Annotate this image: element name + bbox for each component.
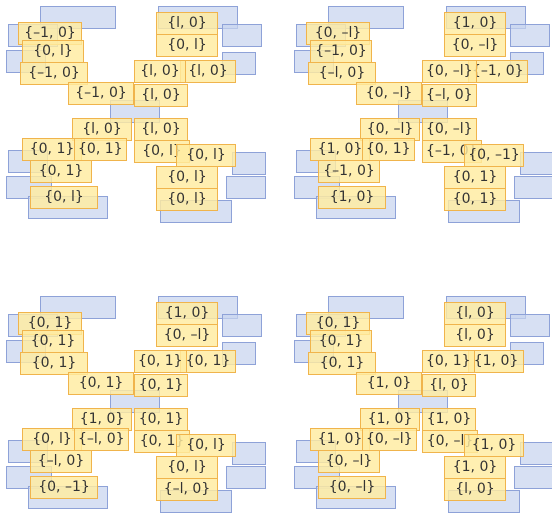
vector-label: {0, –l} bbox=[356, 82, 422, 105]
vector-label: {0, 1} bbox=[308, 352, 376, 375]
vector-label: {l, 0} bbox=[422, 374, 476, 397]
vector-label: {1, 0} bbox=[356, 372, 422, 395]
vector-label: {0, –l} bbox=[318, 476, 386, 499]
vector-label: {1, 0} bbox=[72, 408, 132, 431]
vector-label: {0, –1} bbox=[464, 144, 524, 167]
vector-label: {0, –l} bbox=[318, 450, 380, 473]
background-box bbox=[232, 442, 266, 465]
vector-label: {1, 0} bbox=[310, 428, 370, 451]
background-box bbox=[510, 314, 550, 337]
vector-label: {0, –l} bbox=[362, 428, 417, 451]
background-box bbox=[514, 176, 552, 199]
vector-label: {l, 0} bbox=[134, 60, 186, 83]
vector-label: {0, l} bbox=[22, 40, 84, 63]
vector-label: {1, 0} bbox=[310, 138, 370, 161]
vector-label: {0, 1} bbox=[22, 330, 84, 353]
vector-label: {1, 0} bbox=[318, 186, 386, 209]
vector-label: {0, 1} bbox=[362, 138, 415, 161]
vector-label: {0, 1} bbox=[134, 408, 188, 431]
vector-label: {0, –l} bbox=[422, 60, 477, 83]
vector-label: {–l, 0} bbox=[422, 84, 477, 107]
vector-label: {l, 0} bbox=[156, 12, 218, 35]
background-box bbox=[510, 24, 550, 47]
vector-label: {l, 0} bbox=[134, 84, 188, 107]
vector-label: {1, 0} bbox=[422, 408, 476, 431]
background-box bbox=[232, 152, 266, 175]
vector-label: {0, 1} bbox=[444, 188, 506, 211]
vector-label: {l, 0} bbox=[180, 60, 236, 83]
vector-label: {l, 0} bbox=[444, 324, 506, 347]
vector-label: {1, 0} bbox=[444, 456, 506, 479]
vector-label: {0, –l} bbox=[444, 34, 506, 57]
vector-label: {0, 1} bbox=[310, 330, 372, 353]
vector-label: {1, 0} bbox=[444, 12, 506, 35]
vector-label: {0, 1} bbox=[30, 160, 92, 183]
vector-label: {0, l} bbox=[30, 186, 98, 209]
vector-label: {1, 0} bbox=[156, 302, 218, 325]
vector-label: {0, 1} bbox=[22, 138, 82, 161]
vector-label: {0, 1} bbox=[180, 350, 236, 373]
vector-label: {–1, 0} bbox=[310, 40, 372, 63]
vector-label: {0, 1} bbox=[20, 352, 88, 375]
vector-label: {0, 1} bbox=[134, 374, 188, 397]
vector-label: {–1, 0} bbox=[20, 62, 88, 85]
vector-label: {–1, 0} bbox=[468, 60, 528, 83]
background-box bbox=[520, 442, 552, 465]
vector-label: {0, –l} bbox=[156, 324, 218, 347]
vector-label: {0, 1} bbox=[134, 350, 187, 373]
background-box bbox=[226, 176, 266, 199]
vector-label: {0, 1} bbox=[68, 372, 134, 395]
vector-label: {l, 0} bbox=[444, 478, 506, 501]
vector-label: {0, l} bbox=[156, 188, 218, 211]
vector-label: {–1, 0} bbox=[18, 22, 82, 45]
vector-label: {0, l} bbox=[156, 34, 218, 57]
vector-label: {l, 0} bbox=[134, 118, 188, 141]
background-box bbox=[226, 466, 266, 489]
vector-label: {l, 0} bbox=[444, 302, 506, 325]
vector-label: {0, l} bbox=[22, 428, 82, 451]
vector-label: {–l, 0} bbox=[308, 62, 376, 85]
vector-label: {0, l} bbox=[176, 144, 236, 167]
vector-label: {–l, 0} bbox=[74, 428, 129, 451]
vector-label: {1, 0} bbox=[468, 350, 524, 373]
vector-label: {1, 0} bbox=[360, 408, 420, 431]
vector-label: {0, –l} bbox=[360, 118, 420, 141]
vector-label: {0, –l} bbox=[422, 118, 477, 141]
vector-label: {0, l} bbox=[176, 434, 236, 457]
vector-label: {–l, 0} bbox=[156, 478, 218, 501]
vector-label: {0, –1} bbox=[30, 476, 98, 499]
vector-label: {1, 0} bbox=[464, 434, 524, 457]
background-box bbox=[222, 314, 262, 337]
vector-label: {0, 1} bbox=[444, 166, 506, 189]
vector-label: {–l, 0} bbox=[30, 450, 92, 473]
vector-label: {–1, 0} bbox=[68, 82, 134, 105]
vector-label: {0, l} bbox=[156, 456, 218, 479]
vector-label: {0, 1} bbox=[422, 350, 475, 373]
vector-label: {0, 1} bbox=[74, 138, 127, 161]
background-box bbox=[520, 152, 552, 175]
vector-label: {–1, 0} bbox=[318, 160, 380, 183]
background-box bbox=[222, 24, 262, 47]
vector-label: {0, l} bbox=[156, 166, 218, 189]
background-box bbox=[514, 466, 552, 489]
